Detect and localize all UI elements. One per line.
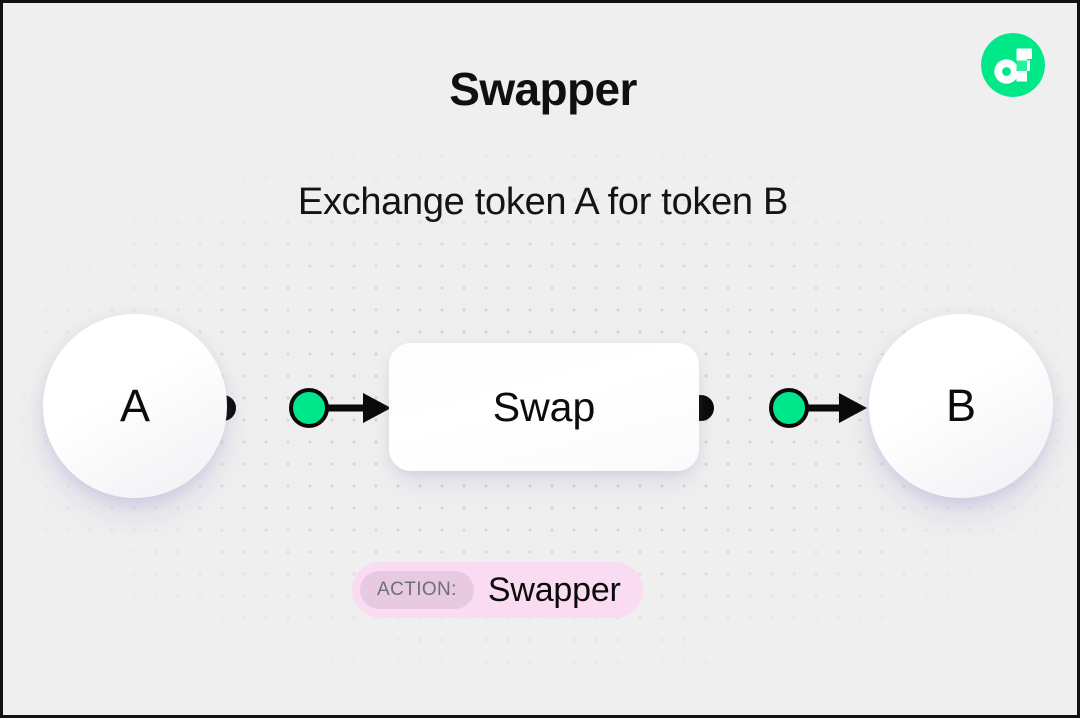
node-swap-label: Swap bbox=[492, 383, 596, 430]
page-title: Swapper bbox=[449, 63, 637, 115]
action-badge-value: Swapper bbox=[487, 570, 621, 609]
diagram-layer: A Swap B bbox=[3, 3, 1077, 715]
edge-port-node[interactable] bbox=[289, 388, 329, 428]
diagram-edges bbox=[210, 388, 867, 428]
page-subtitle: Exchange token A for token B bbox=[297, 181, 789, 223]
node-swap[interactable]: Swap bbox=[389, 343, 699, 471]
flow-logo-icon bbox=[981, 33, 1045, 97]
edge-arrowhead-icon bbox=[363, 393, 391, 423]
action-badge-label-chip: ACTION: bbox=[360, 571, 474, 609]
node-token-a-label: A bbox=[119, 380, 150, 431]
node-token-b-label: B bbox=[945, 380, 976, 431]
edge-port-node[interactable] bbox=[769, 388, 809, 428]
edge-swap-to-b[interactable] bbox=[688, 388, 867, 428]
node-token-b[interactable]: B bbox=[869, 314, 1053, 498]
edge-a-to-swap[interactable] bbox=[210, 388, 391, 428]
node-token-a[interactable]: A bbox=[43, 314, 227, 498]
edge-arrowhead-icon bbox=[839, 393, 867, 423]
action-badge-label: ACTION: bbox=[377, 579, 457, 600]
action-badge: ACTION: Swapper bbox=[352, 562, 643, 618]
